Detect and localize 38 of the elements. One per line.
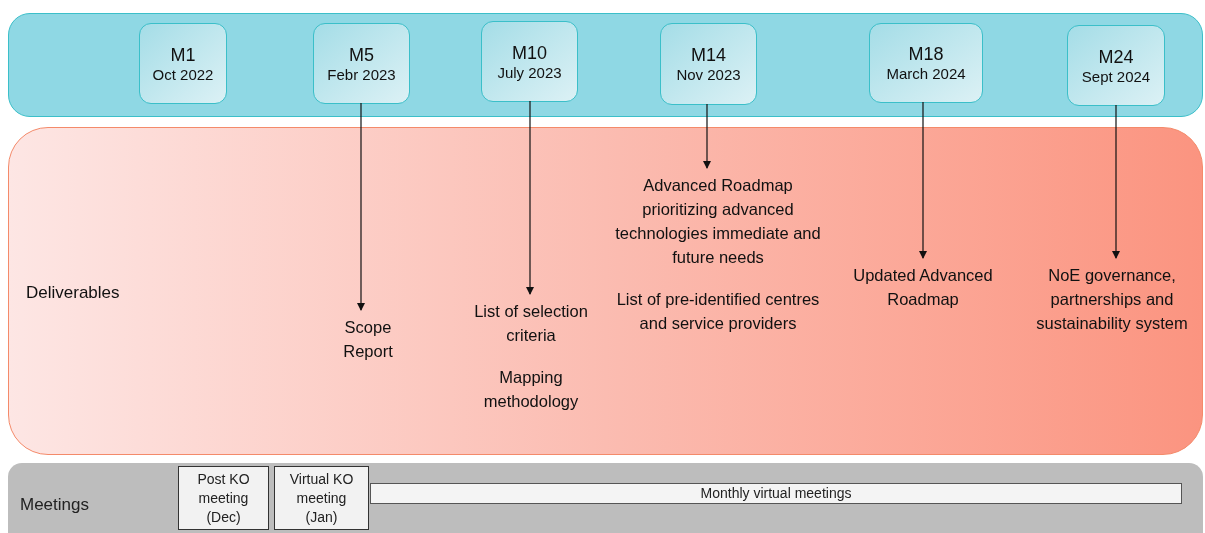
deliverable-label: NoE governance, partnerships and sustainability system: [1035, 265, 1189, 334]
milestone-box: [139, 23, 227, 104]
milestone-box: [869, 23, 983, 103]
meeting-box: Virtual KO meeting (Jan): [274, 466, 369, 530]
deliverables-band: [8, 127, 1203, 455]
milestone-date: Nov 2023: [676, 66, 741, 84]
milestone-box: [313, 23, 410, 104]
milestone-box: [660, 23, 757, 105]
arrow: [357, 102, 365, 311]
milestone-label: M10: [512, 41, 547, 64]
row-label: Meetings: [20, 494, 89, 516]
milestone-box: [1067, 25, 1165, 106]
milestone-label: M14: [691, 44, 726, 66]
milestone-label: M1: [170, 43, 196, 66]
deliverable-label: Mapping methodology: [482, 367, 580, 412]
deliverable-label: Updated Advanced Roadmap: [852, 265, 994, 310]
milestone-label: M5: [349, 43, 374, 66]
deliverable-label: List of pre-identified centres and service providers: [615, 289, 821, 334]
arrow: [1112, 104, 1120, 259]
deliverable-label: Advanced Roadmap prioritizing advanced technologies immediate and future needs: [614, 175, 822, 268]
arrow: [526, 100, 534, 295]
deliverable-label: Scope Report: [342, 317, 394, 362]
milestone-date: July 2023: [497, 63, 562, 82]
milestone-date: Febr 2023: [327, 65, 396, 84]
deliverable-label: List of selection criteria: [473, 301, 589, 346]
meeting-box: Post KO meeting (Dec): [178, 466, 269, 530]
milestone-box: [481, 21, 578, 102]
milestone-label: M24: [1098, 45, 1134, 68]
row-label: Deliverables: [26, 282, 120, 304]
arrow: [919, 101, 927, 259]
arrow: [703, 103, 711, 169]
milestone-band: [8, 13, 1203, 117]
milestone-date: Oct 2022: [152, 65, 214, 84]
milestone-date: March 2024: [886, 65, 966, 83]
meetings-band: [8, 463, 1203, 533]
milestone-label: M18: [908, 43, 944, 65]
meeting-bar: Monthly virtual meetings: [370, 483, 1182, 504]
milestone-date: Sept 2024: [1081, 67, 1151, 86]
